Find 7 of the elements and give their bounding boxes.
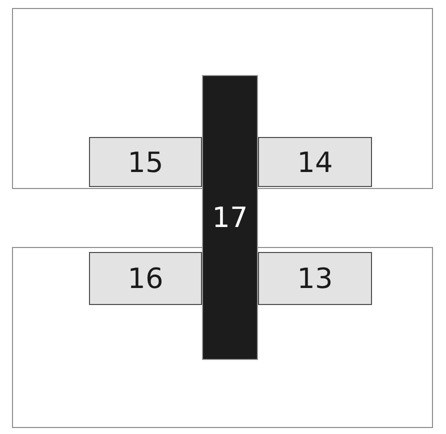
number-box: 13 — [258, 252, 372, 305]
panel-frame — [12, 8, 433, 189]
number-box: 16 — [89, 252, 202, 305]
number-box: 15 — [89, 137, 202, 187]
number-box: 14 — [258, 137, 372, 187]
vertical-bar: 17 — [202, 75, 258, 360]
panel-frame — [12, 247, 433, 428]
